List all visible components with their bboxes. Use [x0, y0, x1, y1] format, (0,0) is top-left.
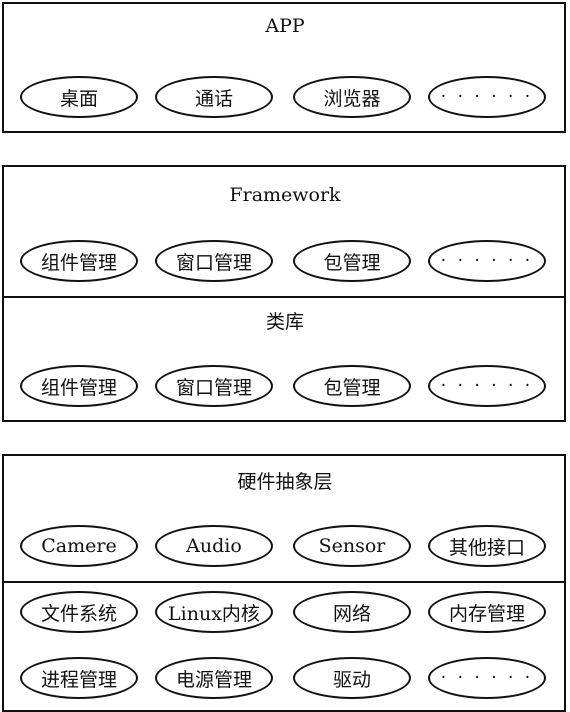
app-item-phone: 通话: [155, 76, 273, 118]
kernel-item-file-system: 文件系统: [20, 591, 138, 633]
app-layer-title: APP: [265, 15, 305, 37]
hal-item-sensor: Sensor: [293, 525, 411, 567]
app-item-desktop: 桌面: [20, 76, 138, 118]
kernel-item-memory-mgmt: 内存管理: [428, 591, 546, 633]
hal-layer-title: 硬件抽象层: [237, 471, 333, 493]
framework-item-window-mgmt: 窗口管理: [155, 240, 273, 282]
app-item-more: · · · · · ·: [428, 76, 546, 118]
libraries-item-window-mgmt: 窗口管理: [155, 365, 273, 407]
hal-kernel-divider: [2, 581, 566, 583]
libraries-item-package-mgmt: 包管理: [293, 365, 411, 407]
hal-item-camera: Camere: [20, 525, 138, 567]
kernel-item-drivers: 驱动: [293, 657, 411, 699]
framework-item-component-mgmt: 组件管理: [20, 240, 138, 282]
libraries-item-component-mgmt: 组件管理: [20, 365, 138, 407]
framework-layer-title: Framework: [229, 184, 341, 206]
hal-item-audio: Audio: [155, 525, 273, 567]
framework-item-more: · · · · · ·: [428, 240, 546, 282]
libraries-layer-title: 类库: [265, 311, 304, 333]
kernel-item-network: 网络: [293, 591, 411, 633]
kernel-item-more: · · · · · ·: [428, 657, 546, 699]
kernel-item-power-mgmt: 电源管理: [155, 657, 273, 699]
framework-item-package-mgmt: 包管理: [293, 240, 411, 282]
libraries-item-more: · · · · · ·: [428, 365, 546, 407]
kernel-item-linux-kernel: Linux内核: [155, 591, 273, 633]
framework-libraries-divider: [2, 296, 566, 298]
hal-item-other-interfaces: 其他接口: [428, 525, 546, 567]
app-item-browser: 浏览器: [293, 76, 411, 118]
kernel-item-process-mgmt: 进程管理: [20, 657, 138, 699]
